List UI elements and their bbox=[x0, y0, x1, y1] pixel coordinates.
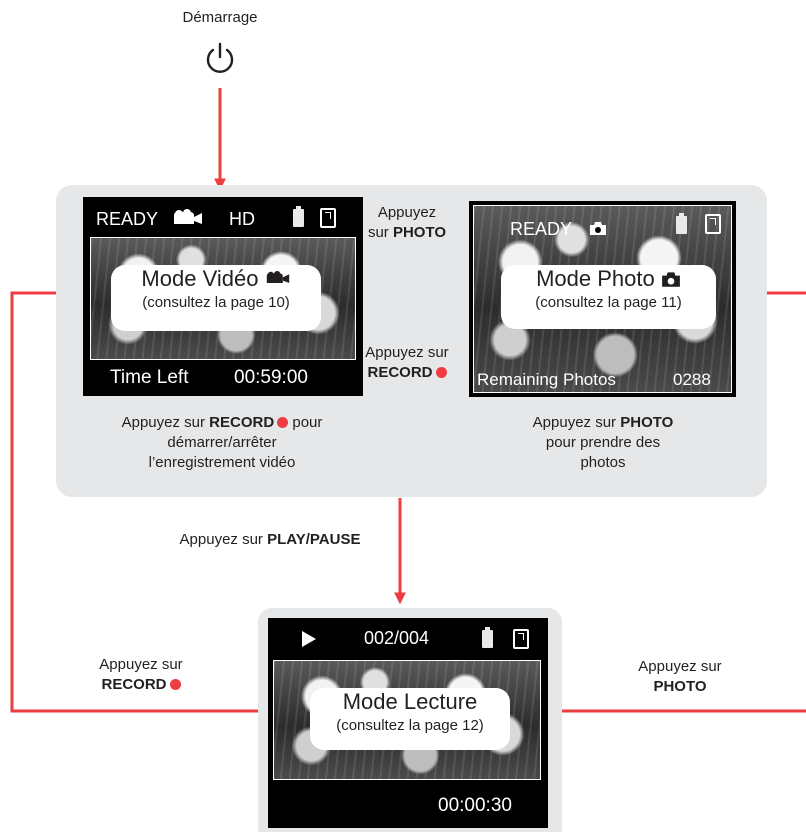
sd-card-icon bbox=[513, 629, 529, 649]
playback-mode-page-ref: (consultez la page 12) bbox=[336, 717, 484, 734]
right-return-key: PHOTO bbox=[653, 678, 707, 695]
to-video-key: RECORD bbox=[367, 364, 433, 381]
photo-caption: Appuyez sur PHOTO pour prendre des photo… bbox=[493, 413, 713, 473]
photo-mode-label: Mode Photo (consultez la page 11) bbox=[501, 265, 716, 329]
battery-icon bbox=[293, 206, 304, 227]
video-caption-prefix: Appuyez sur bbox=[121, 414, 205, 431]
play-icon bbox=[302, 631, 316, 647]
playback-mode-title: Mode Lecture bbox=[342, 689, 478, 714]
to-video-line1: Appuyez sur bbox=[365, 344, 449, 361]
right-return-line1: Appuyez sur bbox=[638, 658, 722, 675]
power-icon bbox=[206, 42, 234, 73]
to-photo-line1: Appuyez bbox=[377, 204, 437, 221]
video-mode-label: Mode Vidéo (consultez la page 10) bbox=[111, 265, 321, 331]
sd-card-icon bbox=[705, 214, 721, 234]
right-return-label: Appuyez sur PHOTO bbox=[610, 657, 750, 697]
playback-mode-label: Mode Lecture (consultez la page 12) bbox=[310, 688, 510, 750]
record-dot-icon bbox=[169, 679, 181, 690]
video-time-left-label: Time Left bbox=[110, 367, 189, 388]
start-label: Démarrage bbox=[182, 9, 258, 26]
video-mode-page-ref: (consultez la page 10) bbox=[142, 294, 290, 311]
to-photo-key: PHOTO bbox=[392, 224, 447, 241]
arrow-left-return bbox=[10, 287, 258, 713]
video-caption-line2: démarrer/arrêter bbox=[167, 434, 277, 451]
left-return-label: Appuyez sur RECORD bbox=[76, 655, 206, 695]
photo-caption-line2: pour prendre des bbox=[545, 434, 661, 451]
photo-camera-icon bbox=[661, 272, 680, 287]
playback-screen: 002/004 Mode Lecture (consultez la page … bbox=[268, 618, 548, 828]
video-caption-key: RECORD bbox=[209, 414, 275, 431]
video-camera-icon bbox=[266, 271, 289, 283]
video-mode-title: Mode Vidéo bbox=[141, 266, 259, 291]
photo-remaining-value: 0288 bbox=[673, 370, 711, 389]
to-photo-label: Appuyez sur PHOTO bbox=[347, 203, 467, 243]
sd-card-icon bbox=[320, 208, 336, 228]
photo-status: READY bbox=[510, 219, 573, 239]
playback-counter: 002/004 bbox=[364, 628, 430, 648]
photo-mode-title: Mode Photo bbox=[536, 266, 655, 291]
photo-camera-icon bbox=[590, 222, 606, 235]
to-playback-prefix: Appuyez sur bbox=[179, 531, 263, 548]
left-return-key: RECORD bbox=[101, 676, 167, 693]
to-playback-label: Appuyez sur PLAY/PAUSE bbox=[120, 530, 420, 550]
photo-caption-line3: photos bbox=[580, 454, 626, 471]
battery-icon bbox=[482, 627, 493, 648]
to-playback-key: PLAY/PAUSE bbox=[267, 531, 361, 548]
photo-mode-screen: READY Mode Photo (consultez la page 11) … bbox=[469, 201, 736, 397]
playback-time: 00:00:30 bbox=[438, 795, 512, 816]
video-status: READY bbox=[96, 209, 159, 229]
photo-caption-prefix: Appuyez sur bbox=[532, 414, 617, 431]
video-camera-icon bbox=[174, 209, 202, 224]
record-dot-icon bbox=[435, 367, 447, 378]
photo-mode-page-ref: (consultez la page 11) bbox=[535, 294, 682, 311]
video-mode-screen: READY HD Mode Vidéo (consultez la page 1… bbox=[83, 197, 363, 396]
to-video-label: Appuyez sur RECORD bbox=[342, 343, 472, 383]
record-dot-icon bbox=[277, 417, 289, 428]
left-return-line1: Appuyez sur bbox=[99, 656, 183, 673]
battery-icon bbox=[676, 213, 687, 234]
to-photo-prefix: sur bbox=[367, 224, 389, 241]
video-caption-suffix: pour bbox=[292, 414, 323, 431]
video-caption: Appuyez sur RECORD pour démarrer/arrêter… bbox=[72, 413, 372, 473]
video-time-left-value: 00:59:00 bbox=[234, 367, 308, 388]
photo-caption-key: PHOTO bbox=[620, 414, 674, 431]
video-quality: HD bbox=[229, 209, 255, 229]
video-caption-line3: l’enregistrement vidéo bbox=[148, 454, 296, 471]
photo-remaining-label: Remaining Photos bbox=[477, 370, 616, 389]
